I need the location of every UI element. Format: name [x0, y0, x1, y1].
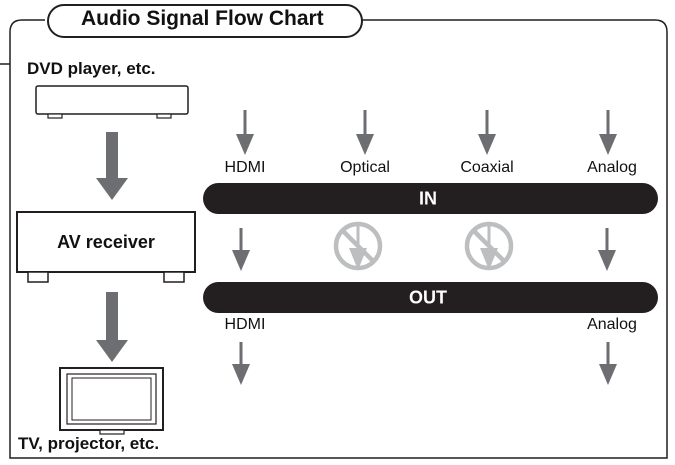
prohibited-icon — [336, 222, 380, 270]
arrow-pass-analog — [598, 228, 616, 271]
diagram-title: Audio Signal Flow Chart — [81, 7, 324, 31]
arrow-out-hdmi — [232, 342, 250, 385]
arrow-pass-hdmi — [232, 228, 250, 271]
output-label-analog: Analog — [587, 316, 637, 334]
arrow-in-hdmi — [236, 110, 254, 155]
tv-icon — [60, 368, 163, 434]
arrow-receiver-to-tv — [96, 292, 128, 362]
prohibited-icon — [467, 222, 511, 270]
arrow-in-coaxial — [478, 110, 496, 155]
out-bar-label: OUT — [409, 288, 447, 309]
arrow-in-optical — [356, 110, 374, 155]
output-label-hdmi: HDMI — [225, 316, 266, 334]
dvd-player-icon — [36, 86, 188, 118]
in-bar-label: IN — [419, 189, 437, 210]
arrow-out-analog — [599, 342, 617, 385]
input-label-analog: Analog — [587, 159, 637, 177]
output-arrows — [232, 342, 617, 385]
receiver-label: AV receiver — [57, 232, 155, 253]
input-label-coaxial: Coaxial — [460, 159, 513, 177]
middle-arrows — [232, 228, 616, 271]
display-device-label: TV, projector, etc. — [18, 434, 159, 454]
input-label-optical: Optical — [340, 159, 390, 177]
input-label-hdmi: HDMI — [225, 159, 266, 177]
arrow-dvd-to-receiver — [96, 132, 128, 200]
source-device-label: DVD player, etc. — [27, 59, 156, 79]
input-arrows — [236, 110, 617, 155]
arrow-in-analog — [599, 110, 617, 155]
